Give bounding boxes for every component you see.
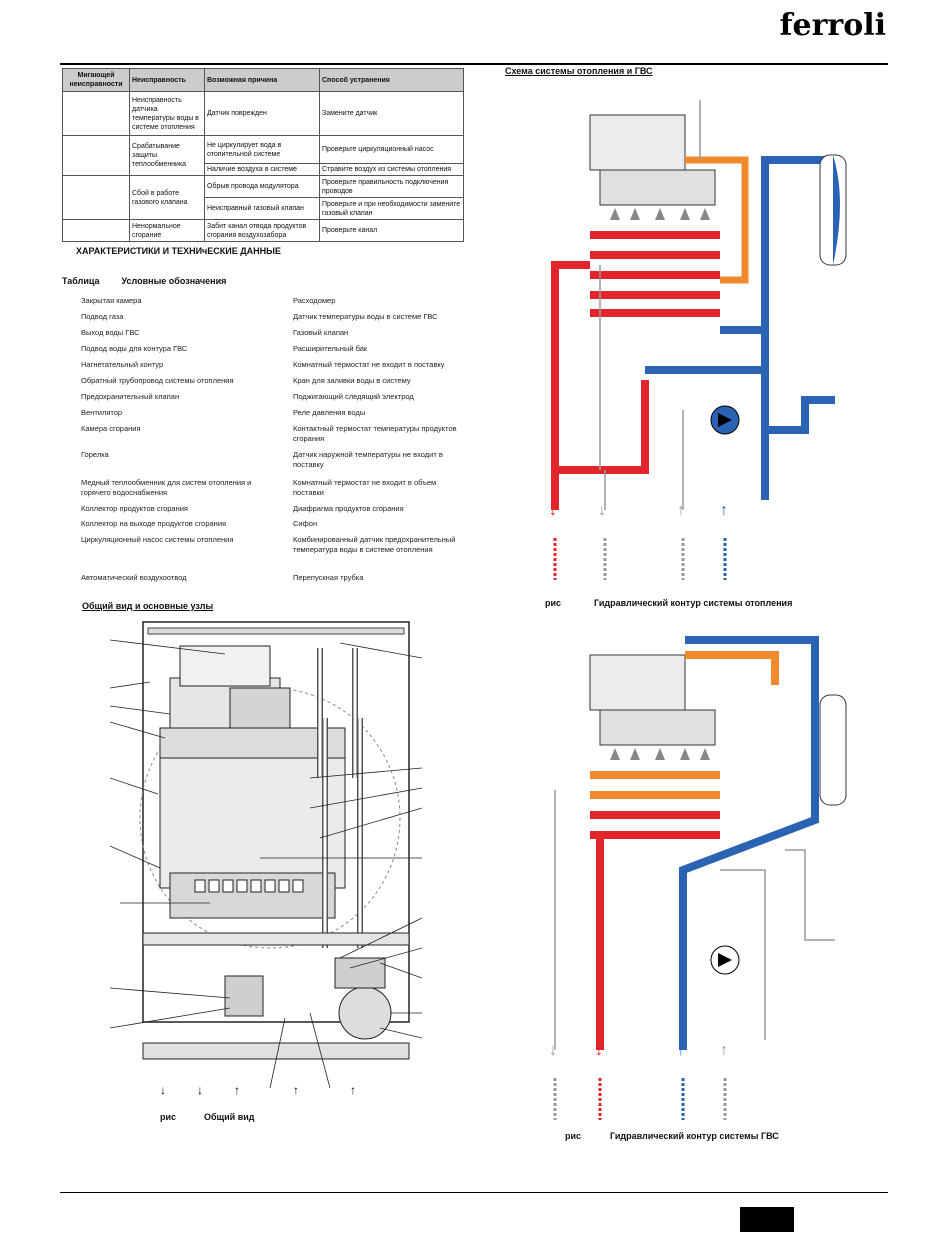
legend-item: Сифон xyxy=(293,519,318,528)
dhw-fig-label: рис xyxy=(565,1131,582,1141)
legend-item: Подвод воды для контура ГВС xyxy=(81,344,188,353)
fault-code-cell xyxy=(62,135,130,176)
legend-item: Предохранительный клапан xyxy=(81,392,180,401)
fix-cell: Проверьте циркуляционный насос xyxy=(319,135,464,164)
brand-logo: ferroli xyxy=(779,8,886,43)
legend-item: Поджигающий следящий электрод xyxy=(293,392,414,401)
svg-text:↑: ↑ xyxy=(720,1042,728,1059)
fix-cell: Стравите воздух из системы отопления xyxy=(319,163,464,176)
svg-text:↓: ↓ xyxy=(549,1042,557,1059)
fix-cell: Замените датчик xyxy=(319,91,464,136)
svg-text:↑: ↑ xyxy=(677,502,685,519)
svg-text:↓: ↓ xyxy=(197,1083,203,1097)
legend-item: Горелка xyxy=(81,450,109,459)
heating-fig-label: рис xyxy=(545,598,562,608)
svg-text:↓: ↓ xyxy=(595,1042,603,1059)
general-fig-label: рис xyxy=(160,1112,177,1122)
legend-item: Реле давления воды xyxy=(293,408,366,417)
fix-cell: Проверьте правильность подключения прово… xyxy=(319,175,464,198)
svg-text:↓: ↓ xyxy=(160,1083,166,1097)
fault-cell: Ненормальное сгорание xyxy=(129,219,205,242)
legend-item: Циркуляционный насос системы отопления xyxy=(81,535,234,544)
fault-code-cell xyxy=(62,175,130,220)
fault-cell: Сбой в работе газового клапана xyxy=(129,175,205,220)
legend-item: Контактный термостат температуры продукт… xyxy=(293,424,457,443)
legend-item: Медный теплообменник для систем отоплени… xyxy=(81,478,252,497)
legend-item: Вентилятор xyxy=(81,408,123,417)
svg-text:↑: ↑ xyxy=(350,1083,356,1097)
legend-item: Коллектор на выходе продуктов сгорания xyxy=(81,519,227,528)
legend-item: Закрытая камера xyxy=(81,296,142,305)
fault-header-cause: Возможная причина xyxy=(204,68,320,92)
legend-item: Камера сгорания xyxy=(81,424,141,433)
legend-item: Обратный трубопровод системы отопления xyxy=(81,376,234,385)
cause-cell: Неисправный газовый клапан xyxy=(204,197,320,220)
legend-item: Перепускная трубка xyxy=(293,573,364,582)
cause-cell: Датчик поврежден xyxy=(204,91,320,136)
general-view-caption: Общий вид xyxy=(204,1112,255,1122)
fault-cell: Неисправность датчика температуры воды в… xyxy=(129,91,205,136)
general-view-diagram: ↓ ↓ ↑ ↑ ↑ xyxy=(110,621,422,1097)
legend-item: Датчик наружной температуры не входит в … xyxy=(293,450,443,469)
table-title: Условные обозначения xyxy=(121,276,227,286)
heating-caption: Гидравлический контур системы отопления xyxy=(594,598,793,608)
legend-item: Кран для заливки воды в систему xyxy=(293,376,411,385)
legend-item: Подвод газа xyxy=(81,312,124,321)
dhw-circuit-diagram: ↓ ↓ ↑ ↑ xyxy=(549,636,847,1120)
legend-item: Комбинированный датчик предохранительный… xyxy=(293,535,456,554)
fix-cell: Проверьте и при необходимости замените г… xyxy=(319,197,464,220)
svg-text:↓: ↓ xyxy=(598,502,606,519)
cause-cell: Не циркулирует вода в отопительной систе… xyxy=(204,135,320,164)
svg-text:↑: ↑ xyxy=(293,1083,299,1097)
heating-circuit-diagram: ↓ ↓ ↑ ↑ xyxy=(549,100,847,580)
legend-item: Газовый клапан xyxy=(293,328,349,337)
legend-item: Автоматический воздухоотвод xyxy=(81,573,187,582)
legend-item: Расходомер xyxy=(293,296,336,305)
fault-header-code: Мигающей неисправности xyxy=(62,68,130,92)
fault-cell: Срабатывание защиты теплообменника xyxy=(129,135,205,176)
fault-table: Мигающей неисправности Неисправность Воз… xyxy=(62,68,464,242)
dhw-caption: Гидравлический контур системы ГВС xyxy=(610,1131,779,1141)
legend-item: Диафрагма продуктов сгорания xyxy=(293,504,404,513)
fault-code-cell xyxy=(62,219,130,242)
fault-header-fix: Способ устранения xyxy=(319,68,464,92)
svg-text:↓: ↓ xyxy=(549,502,557,519)
legend-item: Нагнетательный контур xyxy=(81,360,164,369)
general-view-heading: Общий вид и основные узлы xyxy=(82,601,214,611)
legend-table-heading: Таблица Условные обозначения xyxy=(62,276,226,286)
svg-text:↑: ↑ xyxy=(234,1083,240,1097)
cause-cell: Обрыв провода модулятора xyxy=(204,175,320,198)
footer-rule xyxy=(60,1192,888,1193)
characteristics-heading: ХАРАКТЕРИСТИКИ И ТЕХНИчЕСКИЕ ДАННЫЕ xyxy=(76,246,281,256)
legend-item: Коллектор продуктов сгорания xyxy=(81,504,188,513)
fix-cell: Проверьте канал xyxy=(319,219,464,242)
table-label: Таблица xyxy=(62,276,100,286)
page-number-box xyxy=(740,1207,794,1232)
legend-item: Комнатный термостат не входит в поставку xyxy=(293,360,445,369)
legend-item: Комнатный термостат не входит в объем по… xyxy=(293,478,437,497)
scheme-heading: Схема системы отопления и ГВС xyxy=(505,66,653,76)
legend-item: Датчик температуры воды в системе ГВС xyxy=(293,312,438,321)
cause-cell: Забит канал отвода продуктов сгорания во… xyxy=(204,219,320,242)
cause-cell: Наличие воздуха в системе xyxy=(204,163,320,176)
fault-header-fault: Неисправность xyxy=(129,68,205,92)
svg-text:↑: ↑ xyxy=(720,502,728,519)
fault-code-cell xyxy=(62,91,130,136)
legend-item: Выход воды ГВС xyxy=(81,328,140,337)
header-rule xyxy=(60,63,888,65)
legend-item: Расширительный бак xyxy=(293,344,368,353)
svg-text:↑: ↑ xyxy=(677,1042,685,1059)
